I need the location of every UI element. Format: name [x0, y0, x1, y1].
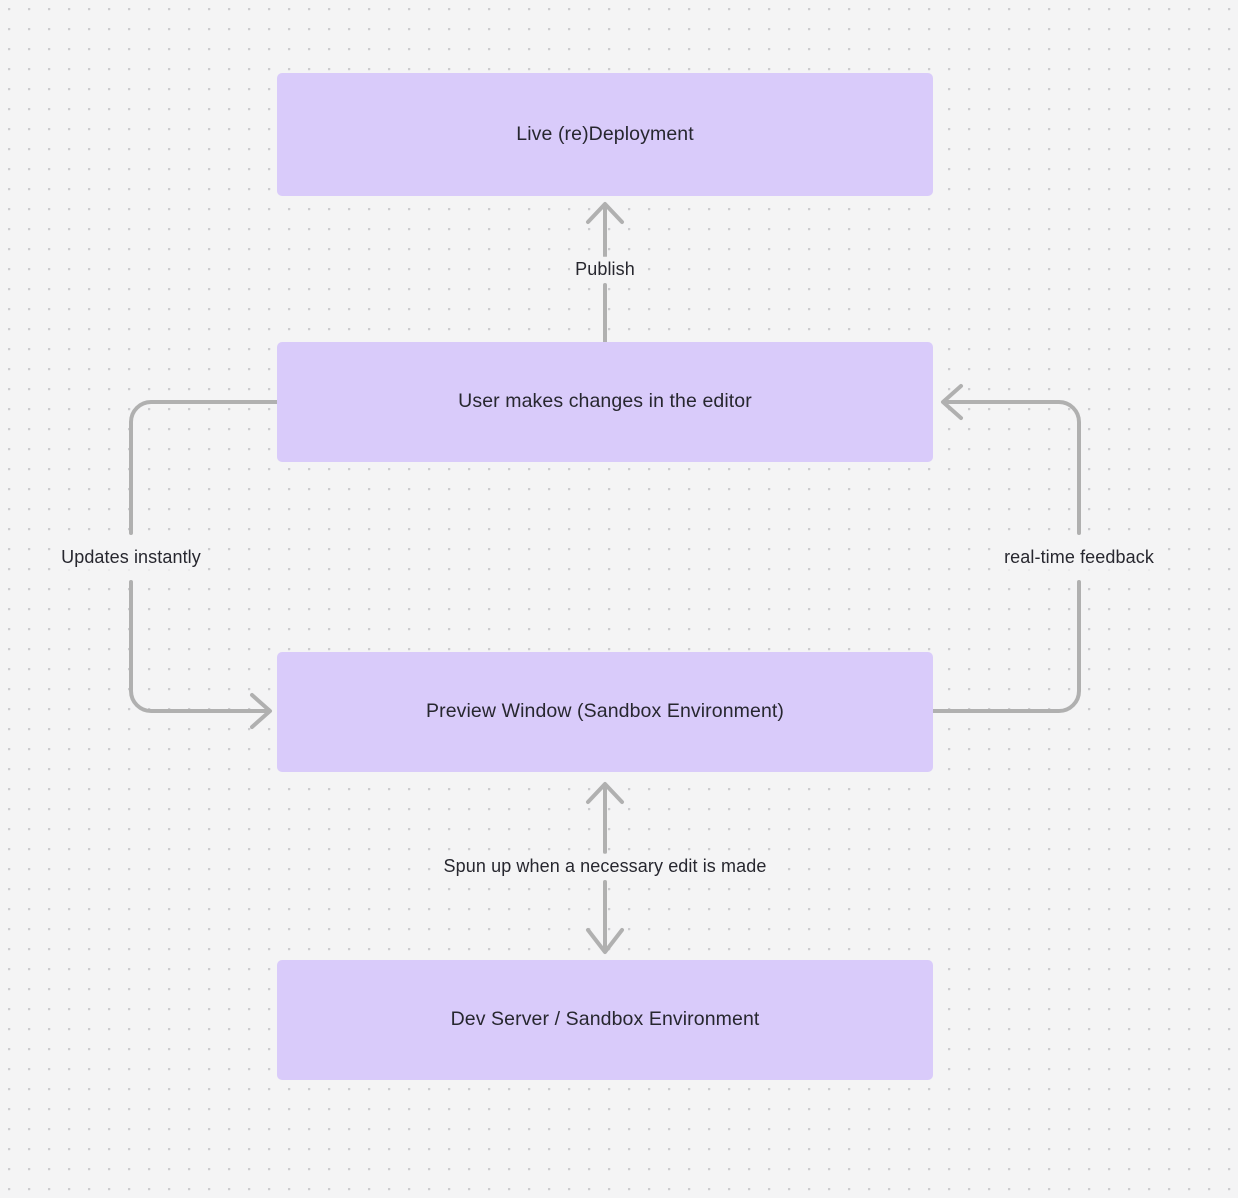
edge-label-realtime-feedback: real-time feedback: [999, 544, 1159, 570]
node-dev-server-label: Dev Server / Sandbox Environment: [450, 1008, 760, 1031]
node-preview-window[interactable]: Preview Window (Sandbox Environment): [277, 652, 933, 772]
edge-label-publish: Publish: [570, 256, 640, 282]
node-user-makes-changes-label: User makes changes in the editor: [458, 390, 752, 413]
node-preview-window-label: Preview Window (Sandbox Environment): [426, 700, 784, 723]
node-user-makes-changes[interactable]: User makes changes in the editor: [277, 342, 933, 462]
node-live-redeployment-label: Live (re)Deployment: [516, 122, 694, 145]
edge-label-updates-instantly: Updates instantly: [56, 544, 206, 570]
edge-label-spun-up: Spun up when a necessary edit is made: [438, 853, 772, 879]
node-live-redeployment[interactable]: Live (re)Deployment: [277, 73, 933, 196]
node-dev-server[interactable]: Dev Server / Sandbox Environment: [277, 960, 933, 1080]
